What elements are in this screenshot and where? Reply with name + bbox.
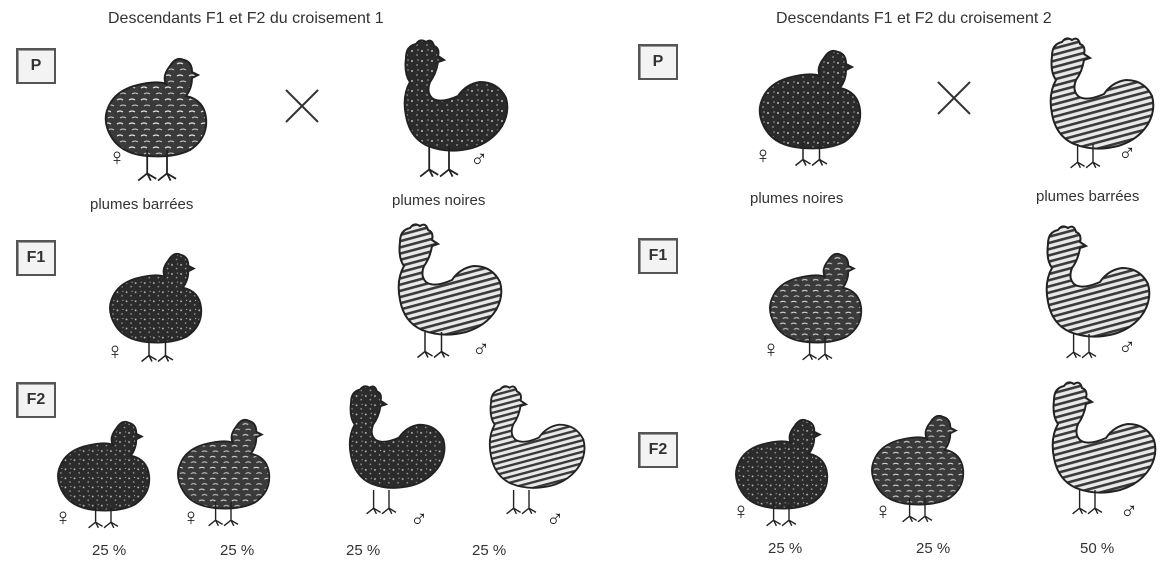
f2-percentage: 50 % [1080, 540, 1115, 557]
cross-2-panel: Descendants F1 et F2 du croisement 2 P F… [590, 0, 1167, 564]
female-symbol: ♀ [874, 498, 892, 525]
male-symbol: ♂ [1118, 140, 1136, 167]
gen-label-f1: F1 [638, 238, 678, 274]
female-symbol: ♀ [732, 498, 750, 525]
f2-percentage: 25 % [472, 542, 507, 559]
cross-symbol-icon [285, 89, 319, 123]
female-symbol: ♀ [754, 142, 772, 169]
parent-male-rooster-black [380, 38, 510, 182]
f2-percentage: 25 % [768, 540, 803, 557]
cross-symbol-icon [937, 81, 971, 115]
male-symbol: ♂ [410, 506, 428, 533]
f2-male-rooster-black [322, 384, 452, 518]
cross-1-title: Descendants F1 et F2 du croisement 1 [108, 10, 384, 27]
gen-label-p: P [638, 44, 678, 80]
parent-male-rooster-barred [1026, 36, 1156, 172]
f2-female-hen-barred [164, 410, 276, 530]
female-phenotype: plumes noires [750, 190, 844, 207]
female-symbol: ♀ [106, 338, 124, 365]
f2-male-rooster-barred [462, 384, 592, 518]
female-phenotype: plumes barrées [90, 196, 194, 213]
gen-label-p: P [16, 48, 56, 84]
male-symbol: ♂ [546, 506, 564, 533]
f2-percentage: 25 % [92, 542, 127, 559]
f2-male-rooster-barred [1028, 380, 1158, 518]
f2-percentage: 25 % [916, 540, 951, 557]
cross-1-panel: Descendants F1 et F2 du croisement 1 P F… [16, 10, 592, 559]
f2-percentage: 25 % [346, 542, 381, 559]
male-phenotype: plumes noires [392, 192, 486, 209]
female-symbol: ♀ [54, 504, 72, 531]
male-phenotype: plumes barrées [1036, 188, 1140, 205]
cross-2-title: Descendants F1 et F2 du croisement 2 [776, 10, 1052, 27]
gen-label-f1: F1 [16, 240, 56, 276]
f2-percentage: 25 % [220, 542, 255, 559]
male-symbol: ♂ [470, 146, 488, 173]
gen-label-f2: F2 [638, 432, 678, 468]
male-symbol: ♂ [1118, 334, 1136, 361]
female-symbol: ♀ [762, 336, 780, 363]
female-symbol: ♀ [108, 144, 126, 171]
female-symbol: ♀ [182, 504, 200, 531]
male-symbol: ♂ [1120, 498, 1138, 525]
male-symbol: ♂ [472, 336, 490, 363]
gen-label-f2: F2 [16, 382, 56, 418]
